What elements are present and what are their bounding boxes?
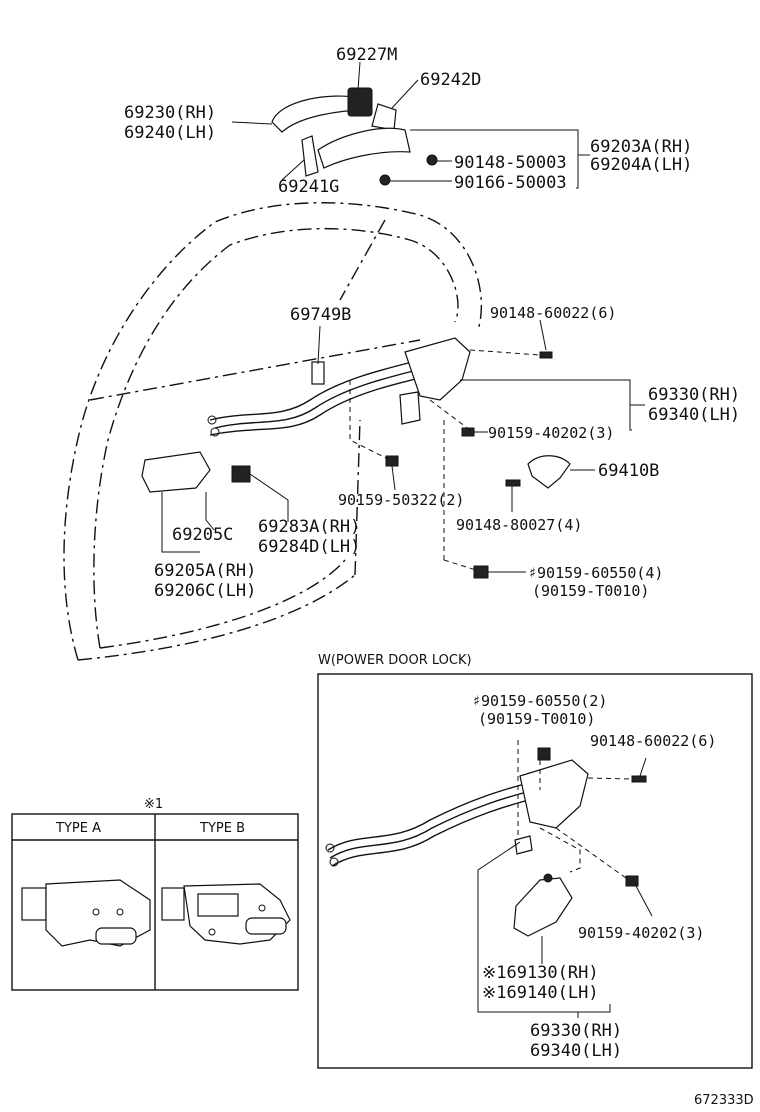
label-69242D: 69242D (420, 70, 481, 90)
label-90148-60022-top: 90148-60022(6) (490, 304, 616, 322)
label-69206C: 69206C(LH) (154, 581, 256, 601)
screw-90148-60022-w (631, 775, 647, 783)
power-door-lock-box (317, 673, 753, 1069)
handle-cap-69227M (347, 87, 373, 117)
door-lock-69330 (404, 337, 471, 401)
screw-90148-60022 (539, 351, 553, 359)
screw-90148-50003 (426, 154, 438, 166)
label-69340-w: 69340(LH) (530, 1041, 622, 1061)
screw-90166-50003 (379, 174, 391, 186)
label-69205C: 69205C (172, 525, 233, 545)
label-69330-w: 69330(RH) (530, 1021, 622, 1041)
inside-handle-assembly (141, 451, 251, 520)
label-90148-60022-w: 90148-60022(6) (590, 732, 716, 750)
label-69204A: 69204A(LH) (590, 155, 692, 175)
actuator-types-table (11, 813, 299, 991)
label-69749B: 69749B (290, 305, 351, 325)
label-69140: ※169140(LH) (482, 983, 599, 1003)
screw-90159-40202-w (625, 875, 639, 887)
power-door-lock-caption: W(POWER DOOR LOCK) (318, 653, 472, 668)
label-69330-top: 69330(RH) (648, 385, 740, 405)
inside-handle-69205A (141, 451, 211, 493)
label-69205A: 69205A(RH) (154, 561, 256, 581)
label-69230: 69230(RH) (124, 103, 216, 123)
label-69410B: 69410B (598, 461, 659, 481)
label-90159-50322: 90159-50322(2) (338, 491, 464, 509)
striker-69410B (527, 455, 571, 489)
label-69283A: 69283A(RH) (258, 517, 360, 537)
label-90159-T0010-top: (90159-T0010) (532, 582, 649, 600)
handle-frame (317, 127, 411, 169)
label-69227M: 69227M (336, 45, 397, 65)
label-90159-60550-top: ♯90159-60550(4) (528, 564, 663, 582)
clip-69749B (311, 361, 325, 385)
type-b-actuator (161, 883, 291, 945)
screw-90159-60550-w (537, 747, 551, 761)
screw-90159-40202 (461, 427, 475, 437)
type-a-label: TYPE A (55, 821, 101, 836)
note-mark: ※1 (144, 797, 163, 812)
label-69241G: 69241G (278, 177, 339, 197)
actuator-69130 (513, 877, 573, 937)
label-90159-40202-w: 90159-40202(3) (578, 924, 704, 942)
label-69203A: 69203A(RH) (590, 137, 692, 157)
handle-bracket-69241G (301, 135, 319, 177)
label-90166-50003: 90166-50003 (454, 173, 567, 193)
label-90148-50003: 90148-50003 (454, 153, 567, 173)
label-69130: ※169130(RH) (482, 963, 599, 983)
leaders-power-lock (477, 740, 653, 1018)
outside-handle-assembly (271, 87, 438, 186)
label-69340-top: 69340(LH) (648, 405, 740, 425)
screw-90159-60550 (473, 565, 489, 579)
power-lock-assembly (325, 747, 647, 937)
leaders-middle (161, 319, 645, 573)
label-90159-T0010-w: (90159-T0010) (478, 710, 595, 728)
label-69284D: 69284D(LH) (258, 537, 360, 557)
leaders-top (231, 61, 590, 189)
latch-assembly (207, 337, 571, 579)
label-90159-40202-top: 90159-40202(3) (488, 424, 614, 442)
cap-69283A (231, 465, 251, 483)
figure-code: 672333D (694, 1093, 754, 1108)
type-a-actuator (21, 879, 151, 947)
part-labels: 69227M 69242D 69230(RH) 69240(LH) 69203A… (55, 45, 754, 1108)
power-lock-69330 (519, 759, 589, 829)
screw-90148-80027 (505, 479, 521, 487)
type-b-label: TYPE B (199, 821, 245, 836)
door-outline (63, 202, 482, 661)
label-90159-60550-w: ♯90159-60550(2) (472, 692, 607, 710)
label-90148-80027: 90148-80027(4) (456, 516, 582, 534)
label-69240: 69240(LH) (124, 123, 216, 143)
screw-90159-50322 (385, 455, 399, 467)
